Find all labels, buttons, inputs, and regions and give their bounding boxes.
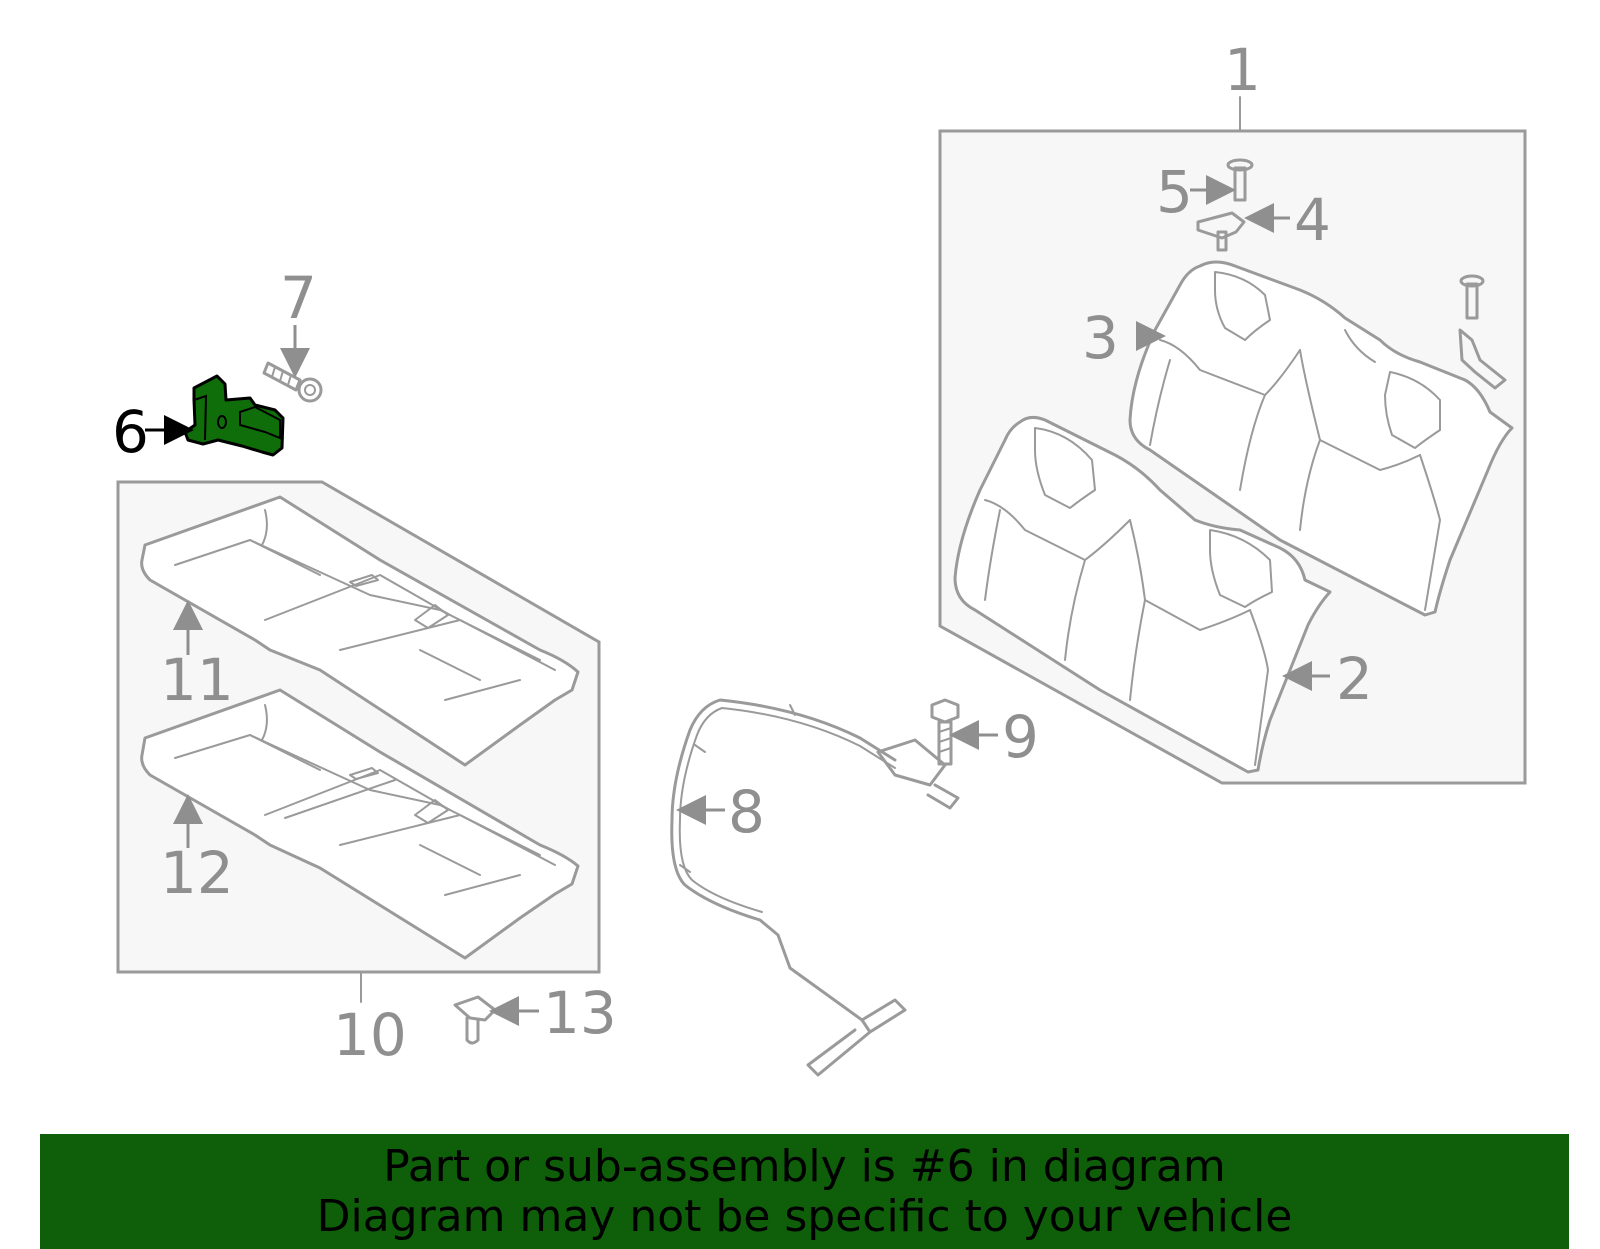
callout-9: 9 xyxy=(1002,703,1039,771)
side-clip xyxy=(1458,328,1507,390)
callout-4: 4 xyxy=(1294,186,1331,254)
side-pin xyxy=(1459,274,1485,320)
callout-3: 3 xyxy=(1082,304,1119,372)
part-9-bolt xyxy=(930,698,960,766)
part-4-clip xyxy=(1196,211,1246,252)
banner-line-1: Part or sub-assembly is #6 in diagram xyxy=(383,1141,1226,1192)
seat-back-lower xyxy=(953,415,1332,774)
seat-cushion-upper xyxy=(140,495,580,767)
callout-labels: 1 2 3 4 5 6 7 8 9 10 11 12 13 xyxy=(112,36,1373,1069)
callout-8: 8 xyxy=(728,778,765,846)
part-8-cable xyxy=(670,698,960,1077)
callout-6: 6 xyxy=(112,398,149,466)
part-13-hook xyxy=(453,995,497,1045)
leader-arrows xyxy=(145,175,1330,1026)
callout-5: 5 xyxy=(1156,158,1193,226)
seat-back-upper xyxy=(1128,260,1514,617)
info-banner: Part or sub-assembly is #6 in diagram Di… xyxy=(40,1134,1569,1249)
callout-7: 7 xyxy=(280,264,317,332)
callout-13: 13 xyxy=(543,979,617,1047)
callout-11: 11 xyxy=(160,646,234,714)
part-6-bracket-highlighted xyxy=(183,374,285,457)
banner-line-2: Diagram may not be specific to your vehi… xyxy=(316,1191,1293,1242)
part-7-bolt xyxy=(262,361,323,403)
callout-12: 12 xyxy=(160,839,234,907)
callout-10: 10 xyxy=(333,1001,407,1069)
seat-cushion-lower xyxy=(140,688,580,960)
callout-1: 1 xyxy=(1224,36,1261,104)
callout-2: 2 xyxy=(1336,645,1373,713)
